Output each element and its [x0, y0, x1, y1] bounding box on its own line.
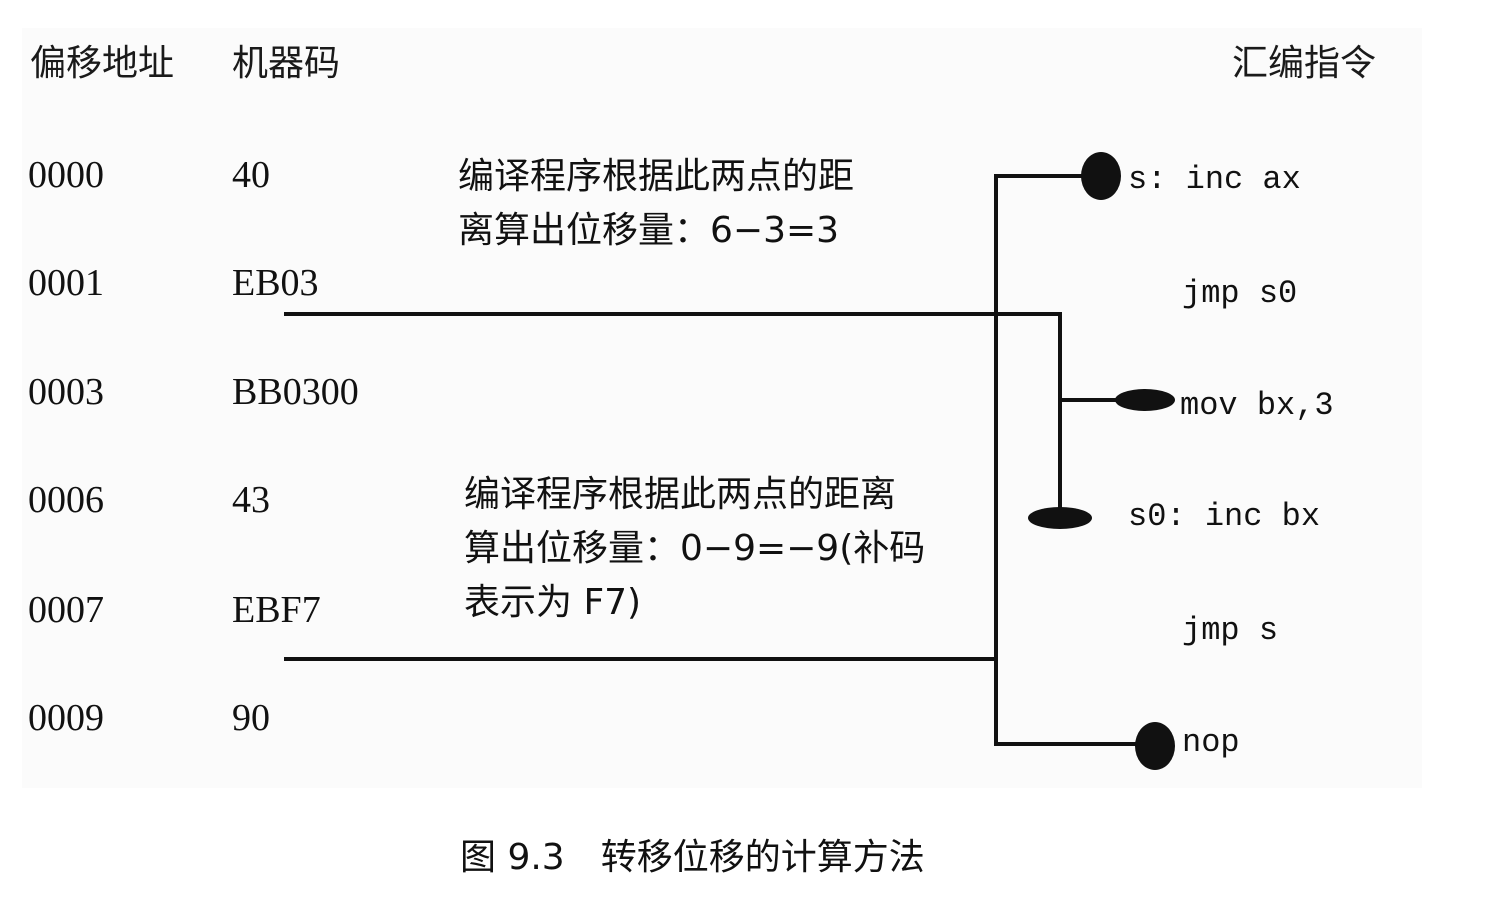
offset-cell: 0009: [28, 697, 104, 739]
offset-cell: 0003: [28, 371, 104, 413]
machine-code-cell: EB03: [232, 262, 319, 304]
marker-nop: [1135, 722, 1175, 770]
backward-jump-annotation: 编译程序根据此两点的距离 算出位移量：0−9=−9(补码 表示为 F7): [464, 468, 925, 630]
header-assembly: 汇编指令: [1232, 43, 1377, 84]
machine-code-cell: 43: [232, 479, 270, 521]
instruction-line: s: inc ax: [1128, 161, 1301, 198]
annotation-line: 编译程序根据此两点的距离: [464, 474, 897, 515]
machine-code-cell: 90: [232, 697, 270, 739]
machine-code-cell: EBF7: [232, 589, 321, 631]
header-offset: 偏移地址: [30, 43, 175, 84]
offset-cell: 0000: [28, 154, 104, 196]
offset-cell: 0006: [28, 479, 104, 521]
figure-caption: 图 9.3 转移位移的计算方法: [460, 837, 925, 878]
instruction-line: s0: inc bx: [1128, 498, 1321, 535]
instruction-line: jmp s0: [1182, 275, 1298, 312]
annotation-line: 离算出位移量：6−3=3: [458, 210, 840, 251]
marker-s0: [1028, 507, 1092, 529]
forward-jump-annotation: 编译程序根据此两点的距 离算出位移量：6−3=3: [458, 150, 854, 258]
figure-background: [22, 28, 1422, 788]
marker-mov: [1115, 389, 1175, 411]
annotation-line: 编译程序根据此两点的距: [458, 156, 855, 197]
annotation-line: 算出位移量：0−9=−9(补码: [464, 528, 926, 569]
machine-code-cell: 40: [232, 154, 270, 196]
instruction-line: nop: [1182, 724, 1240, 761]
instruction-line: jmp s: [1182, 612, 1279, 649]
offset-cell: 0001: [28, 262, 104, 304]
instruction-line: mov bx,3: [1180, 387, 1334, 424]
marker-s: [1081, 152, 1121, 200]
offset-cell: 0007: [28, 589, 104, 631]
header-machine-code: 机器码: [232, 43, 341, 84]
annotation-line: 表示为 F7): [464, 582, 642, 623]
machine-code-cell: BB0300: [232, 371, 359, 413]
